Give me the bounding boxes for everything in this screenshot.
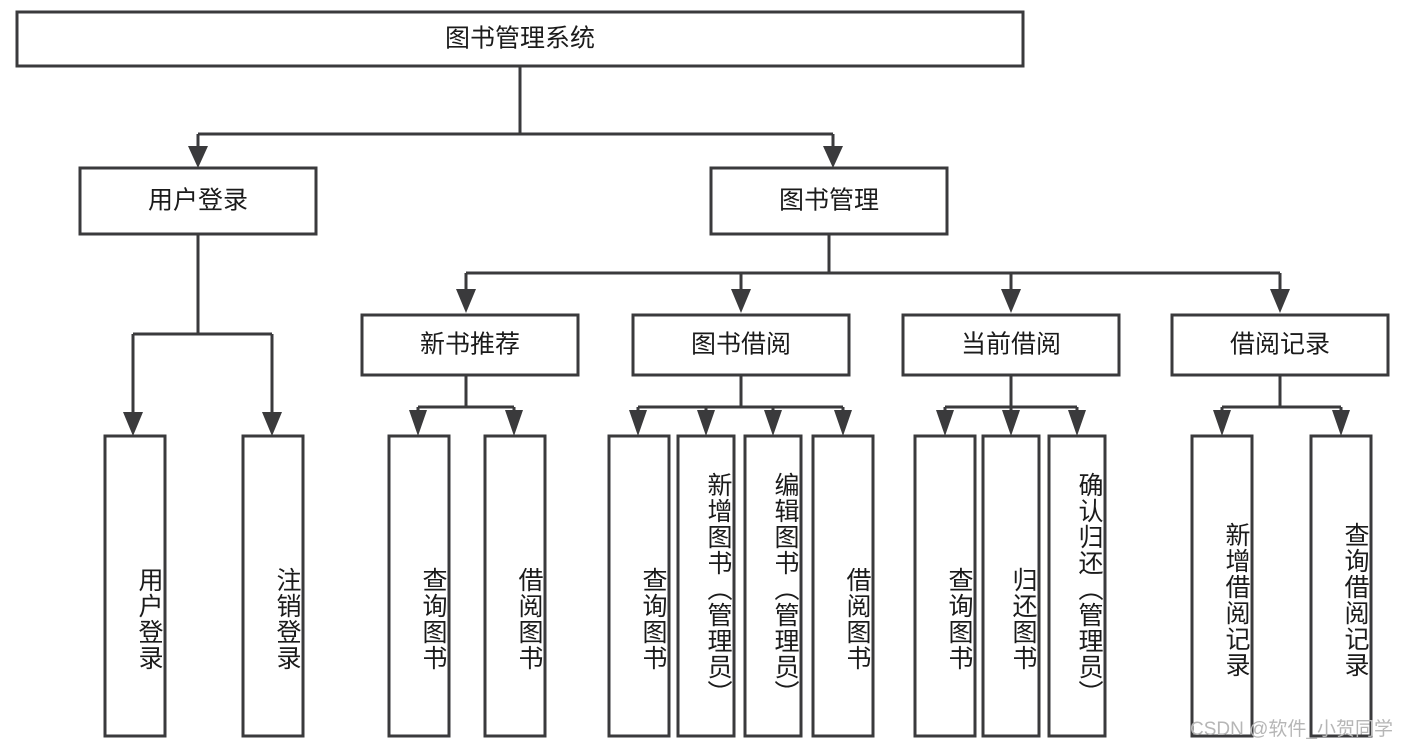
connector-borrowrecord-to-leaves	[1213, 375, 1350, 436]
node-borrow-record-label: 借阅记录	[1230, 331, 1330, 359]
connector-userlogin-to-leaves	[123, 234, 282, 436]
connector-root-to-level2	[188, 66, 843, 168]
node-book-borrow-label: 图书借阅	[691, 331, 791, 359]
node-borrow-record[interactable]: 借阅记录	[1170, 313, 1390, 377]
connector-newbook-to-leaves	[409, 375, 523, 436]
node-root-label: 图书管理系统	[445, 25, 595, 53]
leaf-box-query-book-3[interactable]	[913, 434, 977, 738]
node-book-borrow[interactable]: 图书借阅	[631, 313, 851, 377]
node-book-manage-label: 图书管理	[779, 187, 879, 215]
connector-bookborrow-to-leaves	[629, 375, 852, 436]
leaf-box-query-book-1[interactable]	[387, 434, 451, 738]
leaf-box-confirm-return[interactable]	[1047, 434, 1107, 738]
node-user-login-label: 用户登录	[148, 187, 248, 215]
connector-currentborrow-to-leaves	[936, 375, 1086, 436]
leaf-box-add-record[interactable]	[1190, 434, 1254, 738]
node-current-borrow-label: 当前借阅	[961, 331, 1061, 359]
leaf-box-edit-book[interactable]	[743, 434, 803, 738]
leaf-box-query-record[interactable]	[1309, 434, 1373, 738]
connector-bookmanage-to-level3	[456, 234, 1290, 313]
node-user-login[interactable]: 用户登录	[78, 166, 318, 236]
leaf-box-user-login[interactable]	[103, 434, 167, 738]
watermark-text: CSDN @软件_小贺同学	[1190, 719, 1393, 740]
node-new-book-recommend-label: 新书推荐	[420, 331, 520, 359]
leaf-box-borrow-book-1[interactable]	[483, 434, 547, 738]
node-current-borrow[interactable]: 当前借阅	[901, 313, 1121, 377]
leaf-box-logout-login[interactable]	[241, 434, 305, 738]
leaf-box-query-book-2[interactable]	[607, 434, 671, 738]
node-root[interactable]: 图书管理系统	[15, 10, 1025, 68]
leaf-box-return-book[interactable]	[981, 434, 1041, 738]
leaf-box-add-book[interactable]	[676, 434, 736, 738]
node-book-manage[interactable]: 图书管理	[709, 166, 949, 236]
leaf-box-borrow-book-2[interactable]	[811, 434, 875, 738]
node-new-book-recommend[interactable]: 新书推荐	[360, 313, 580, 377]
